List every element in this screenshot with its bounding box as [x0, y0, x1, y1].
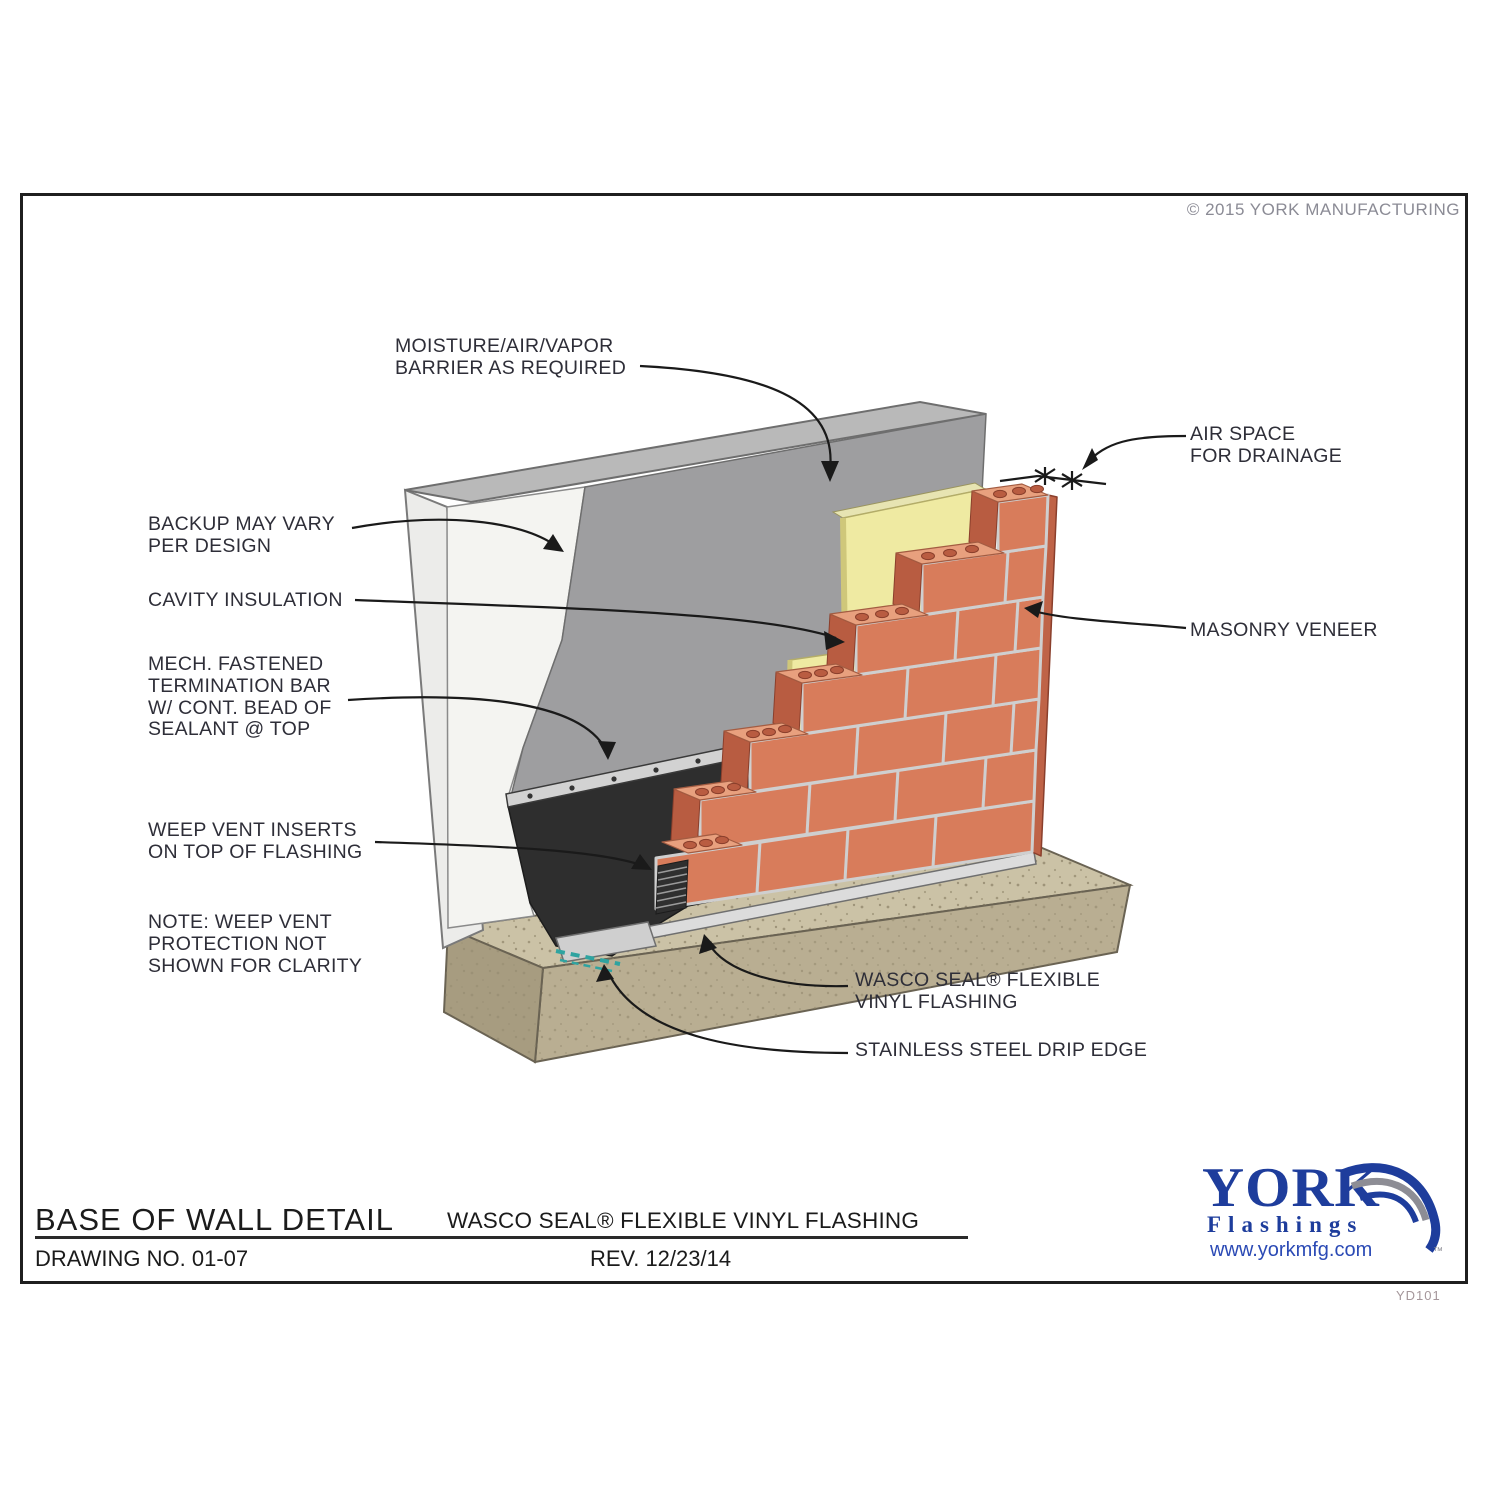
air-space-dimension [999, 467, 1107, 490]
sheet-title: BASE OF WALL DETAIL [35, 1202, 394, 1237]
weep-vent-insert [655, 859, 689, 915]
drip-edge [555, 851, 1037, 973]
drawing-number: DRAWING NO. 01-07 [35, 1246, 249, 1271]
logo-swoosh-icon: ™ [1340, 1163, 1443, 1257]
callout-termination-bar: MECH. FASTENED TERMINATION BAR W/ CONT. … [148, 653, 332, 741]
callout-note: NOTE: WEEP VENT PROTECTION NOT SHOWN FOR… [148, 911, 363, 977]
title-underline [35, 1236, 968, 1239]
revision-date: REV. 12/23/14 [590, 1246, 732, 1271]
callout-moisture-barrier: MOISTURE/AIR/VAPOR BARRIER AS REQUIRED [395, 335, 627, 379]
copyright-text: © 2015 YORK MANUFACTURING [1186, 200, 1460, 219]
masonry-veneer [654, 483, 1058, 911]
logo-url: www.yorkmfg.com [1210, 1239, 1373, 1261]
leader-arrowheads [543, 448, 1098, 982]
sheet-subtitle: WASCO SEAL® FLEXIBLE VINYL FLASHING [447, 1208, 920, 1233]
callout-masonry-veneer: MASONRY VENEER [1190, 619, 1378, 641]
callout-backup: BACKUP MAY VARY PER DESIGN [148, 513, 335, 557]
callout-cavity-insulation: CAVITY INSULATION [148, 589, 343, 611]
logo-flashings-text: Flashings [1207, 1212, 1364, 1237]
callout-air-space: AIR SPACE FOR DRAINAGE [1190, 423, 1343, 467]
backup-wall [403, 400, 987, 950]
callout-drip-edge: STAINLESS STEEL DRIP EDGE [855, 1039, 1148, 1061]
sheet-code: YD101 [1396, 1288, 1441, 1303]
callout-weep-vent: WEEP VENT INSERTS ON TOP OF FLASHING [148, 819, 363, 863]
svg-text:™: ™ [1433, 1246, 1443, 1257]
callout-wasco-seal: WASCO SEAL® FLEXIBLE VINYL FLASHING [855, 969, 1101, 1013]
